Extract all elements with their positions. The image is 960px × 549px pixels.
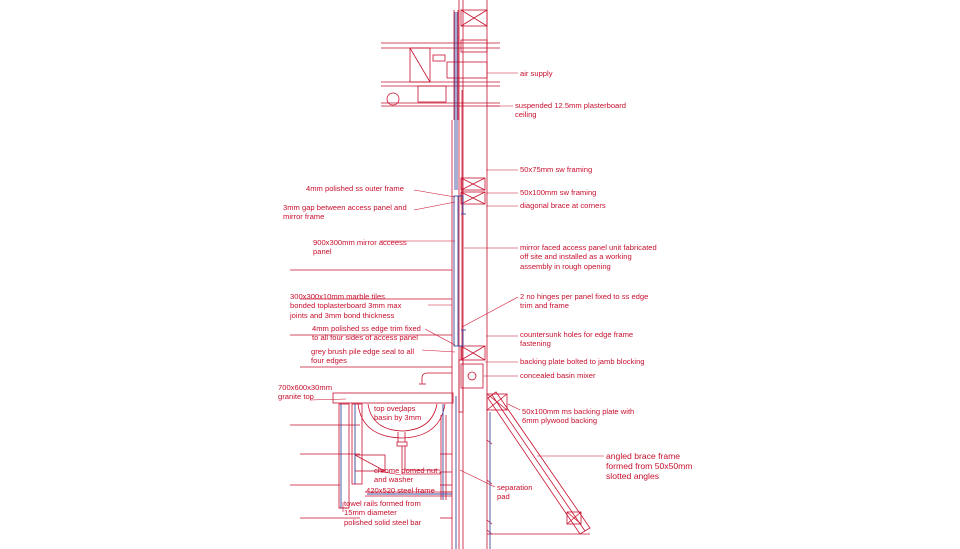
label-hinges: 2 no hinges per panel fixed to ss edge t…: [520, 292, 649, 311]
label-marble-tiles: 300x300x10mm marble tiles bonded toplast…: [290, 292, 402, 320]
angled-brace: [487, 391, 591, 535]
label-brush-seal: grey brush pile edge seal to all four ed…: [311, 347, 415, 366]
steel-frame: [338, 403, 452, 509]
label-gap-access: 3mm gap between access panel and mirror …: [283, 203, 407, 222]
label-framing-50x75: 50x75mm sw framing: [520, 165, 593, 174]
label-outer-frame: 4mm polished ss outer frame: [306, 184, 404, 193]
label-mirror-unit: mirror faced access panel unit fabricate…: [520, 243, 657, 271]
mixer-spout: [421, 372, 452, 384]
mirror-access-panel: [453, 12, 466, 347]
label-top-overlaps: top overlaps basin by 3mm: [374, 404, 422, 423]
label-steel-frame: 420x520 steel frame: [366, 486, 435, 495]
label-granite-top: 700x600x30mm granite top: [278, 383, 333, 402]
label-countersunk: countersunk holes for edge frame fasteni…: [520, 330, 634, 349]
label-basin-mixer: concealed basin mixer: [520, 371, 596, 380]
label-mirror-panel: 900x300mm mirror acceess panel: [313, 238, 407, 257]
label-framing-50x100: 50x100mm sw framing: [520, 188, 597, 197]
label-edge-trim: 4mm polished ss edge trim fixed to all f…: [312, 324, 421, 343]
label-towel-rails: towel rails formed from 15mm diameter po…: [344, 499, 422, 527]
ceiling-structure: [381, 0, 500, 549]
label-chrome-nut: chrome domed nut and washer: [374, 466, 438, 485]
label-suspended-ceiling: suspended 12.5mm plasterboard ceiling: [515, 101, 627, 120]
tile-grid: [290, 269, 452, 519]
label-separation-pad: separation pad: [497, 483, 533, 502]
label-angled-brace: angled brace frame formed from 50x50mm s…: [606, 451, 693, 482]
label-ms-backing: 50x100mm ms backing plate with 6mm plywo…: [522, 407, 635, 426]
wall-framing: [451, 0, 508, 549]
basin-assembly: [332, 392, 454, 475]
label-air-supply: air supply: [520, 69, 553, 78]
label-backing-plate: backing plate bolted to jamb blocking: [520, 357, 645, 366]
label-diagonal-brace: diagonal brace at corners: [520, 201, 606, 210]
blue-steel-members: [340, 396, 491, 549]
